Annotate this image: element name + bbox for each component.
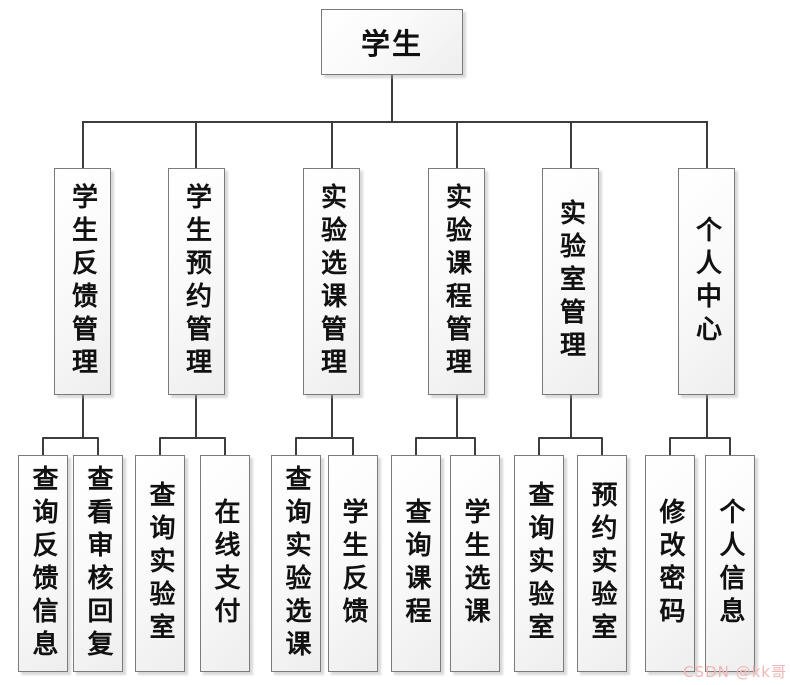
node-online-payment: 在线支付 (200, 455, 250, 672)
node-label: 查询反馈信息 (28, 464, 58, 663)
node-label: 学生反馈 (338, 497, 368, 630)
node-laboratory-mgmt: 实验室管理 (542, 168, 599, 395)
node-query-experiment-course-selection: 查询实验选课 (271, 455, 321, 672)
node-experiment-course-selection-mgmt: 实验选课管理 (303, 168, 360, 395)
connector (669, 437, 731, 456)
node-experiment-course-mgmt: 实验课程管理 (428, 168, 485, 395)
node-label: 学生反馈管理 (67, 182, 98, 381)
node-label: 个人信息 (715, 497, 745, 630)
node-reserve-laboratory: 预约实验室 (577, 455, 627, 672)
connector (42, 437, 99, 456)
node-label: 查询课程 (401, 497, 431, 630)
node-student-label: 学生 (360, 27, 423, 61)
connector (295, 437, 354, 456)
node-label: 学生预约管理 (181, 182, 212, 381)
node-student-reservation-mgmt: 学生预约管理 (168, 168, 225, 395)
node-label: 个人中心 (691, 215, 722, 348)
node-label: 实验课程管理 (441, 182, 472, 381)
node-student: 学生 (321, 9, 463, 75)
connector (415, 437, 476, 456)
node-view-audit-reply: 查看审核回复 (73, 455, 123, 672)
node-query-course: 查询课程 (391, 455, 441, 672)
node-label: 实验室管理 (555, 199, 586, 364)
node-label: 预约实验室 (587, 481, 617, 646)
node-label: 学生选课 (460, 497, 490, 630)
node-student-feedback: 学生反馈 (328, 455, 378, 672)
node-label: 查询实验选课 (281, 464, 311, 663)
node-change-password: 修改密码 (645, 455, 695, 672)
node-label: 查看审核回复 (83, 464, 113, 663)
node-label: 查询实验室 (524, 481, 554, 646)
node-student-feedback-mgmt: 学生反馈管理 (54, 168, 111, 395)
node-query-feedback-info: 查询反馈信息 (18, 455, 68, 672)
node-label: 查询实验室 (145, 481, 175, 646)
node-label: 修改密码 (655, 497, 685, 630)
connector (159, 437, 226, 456)
node-query-laboratory-2: 查询实验室 (514, 455, 564, 672)
node-label: 在线支付 (210, 497, 240, 630)
node-query-laboratory: 查询实验室 (135, 455, 185, 672)
connector (538, 437, 603, 456)
node-student-course-selection: 学生选课 (450, 455, 500, 672)
node-label: 实验选课管理 (316, 182, 347, 381)
node-personal-center: 个人中心 (678, 168, 735, 395)
node-personal-info: 个人信息 (705, 455, 755, 672)
